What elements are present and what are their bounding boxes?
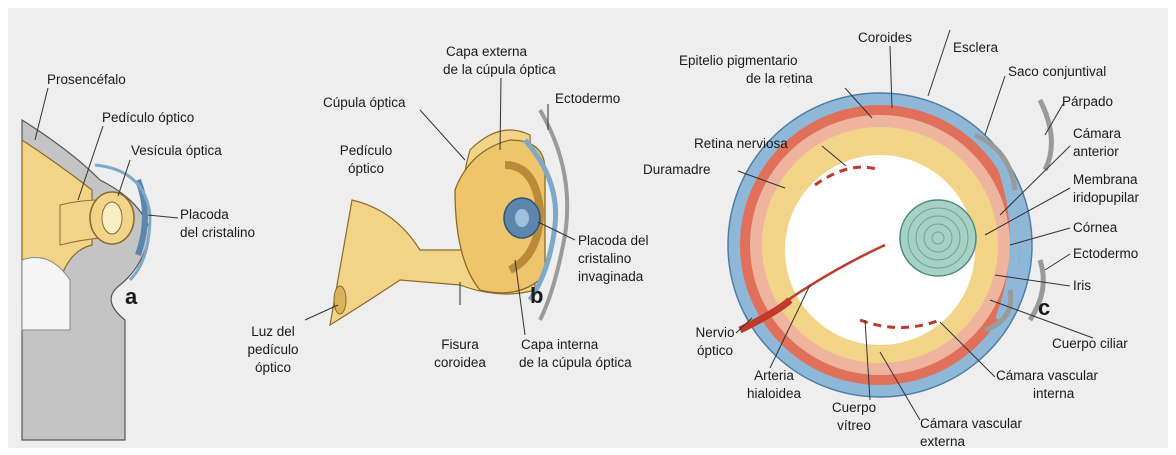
leader-esclera <box>928 30 950 96</box>
label-pediculo-b-line2: óptico <box>338 161 394 177</box>
label-luz-line2: pedículo <box>238 342 308 358</box>
label-luz-line3: óptico <box>238 360 308 376</box>
label-membrana-line1: Membrana <box>1073 172 1138 188</box>
lens-c <box>900 200 976 276</box>
label-nervio-line1: Nervio <box>685 325 745 341</box>
label-fisura-line2: coroidea <box>425 355 495 371</box>
leader-placoda-a <box>148 215 178 218</box>
label-arteria-line2: hialoidea <box>736 386 812 402</box>
lens-vesicle-lumen <box>515 209 529 227</box>
label-capa-externa-line2: de la cúpula óptica <box>443 62 556 78</box>
label-duramadre: Duramadre <box>643 162 711 178</box>
label-pediculo-b-line1: Pedículo <box>338 143 394 159</box>
label-ectodermo-c: Ectodermo <box>1073 246 1138 262</box>
label-cam-vasc-ext-line1: Cámara vascular <box>920 416 1022 432</box>
label-camara-anterior-line1: Cámara <box>1073 126 1121 142</box>
leader-saco <box>985 76 1005 135</box>
label-placoda-b-line3: invaginada <box>578 269 643 285</box>
panel-c-illustration <box>728 30 1093 420</box>
label-placoda-b-line1: Placoda del <box>578 233 649 249</box>
label-cuerpo-vitreo-line2: vítreo <box>822 418 886 434</box>
label-cam-vasc-ext-line2: externa <box>920 434 965 450</box>
label-cornea: Córnea <box>1073 220 1117 236</box>
label-cam-vasc-int-line1: Cámara vascular <box>996 368 1098 384</box>
label-cuerpo-ciliar: Cuerpo ciliar <box>1052 336 1128 352</box>
leader-cupula <box>420 110 465 160</box>
label-retina-nerviosa: Retina nerviosa <box>694 136 788 152</box>
label-placoda-a-line1: Placoda <box>180 207 229 223</box>
label-saco-conjuntival: Saco conjuntival <box>1008 64 1106 80</box>
optic-vesicle-lumen <box>102 202 122 234</box>
panel-tag-b: b <box>530 283 543 309</box>
label-esclera: Esclera <box>953 40 998 56</box>
label-epitelio-line1: Epitelio pigmentario <box>679 53 798 69</box>
label-arteria-line1: Arteria <box>736 368 812 384</box>
label-epitelio-line2: de la retina <box>746 71 813 87</box>
label-placoda-a-line2: del cristalino <box>180 225 255 241</box>
label-cupula-optica: Cúpula óptica <box>323 95 406 111</box>
label-pediculo-optico-a: Pedículo óptico <box>102 110 194 126</box>
leader-ectodermo-c <box>1045 254 1070 270</box>
label-iris: Iris <box>1073 278 1091 294</box>
label-capa-externa-line1: Capa externa <box>446 44 527 60</box>
label-parpado: Párpado <box>1062 94 1113 110</box>
label-capa-interna-line1: Capa interna <box>521 337 598 353</box>
label-nervio-line2: óptico <box>685 343 745 359</box>
label-camara-anterior-line2: anterior <box>1073 144 1119 160</box>
label-capa-interna-line2: de la cúpula óptica <box>519 355 632 371</box>
eyelid-strip <box>1040 100 1051 170</box>
label-coroides: Coroides <box>858 30 912 46</box>
label-cuerpo-vitreo-line1: Cuerpo <box>822 400 886 416</box>
label-ectodermo-b: Ectodermo <box>555 91 620 107</box>
label-prosencefalo: Prosencéfalo <box>47 72 126 88</box>
label-placoda-b-line2: cristalino <box>578 251 631 267</box>
label-cam-vasc-int-line2: interna <box>1033 386 1074 402</box>
panel-tag-c: c <box>1038 295 1050 321</box>
panel-tag-a: a <box>125 284 137 310</box>
label-luz-line1: Luz del <box>238 324 308 340</box>
stalk-lumen-b <box>334 286 346 314</box>
label-vesicula-optica: Vesícula óptica <box>131 143 222 159</box>
label-membrana-line2: iridopupilar <box>1073 190 1139 206</box>
panel-a-illustration <box>22 88 178 440</box>
label-fisura-line1: Fisura <box>425 337 495 353</box>
leader-vesicula <box>118 160 130 196</box>
